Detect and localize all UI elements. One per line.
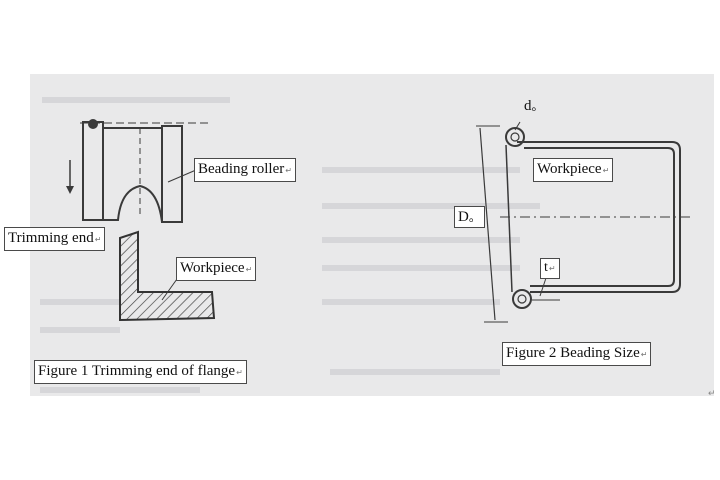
figure2-caption: Figure 2 Beading Size↵ xyxy=(502,342,652,366)
figure2-drawing xyxy=(476,121,690,323)
roller-groove xyxy=(103,184,163,223)
label-d-small: d。 xyxy=(524,98,544,114)
label-trimming-end: Trimming end↵ xyxy=(4,227,106,251)
D-dimension-line xyxy=(479,127,496,321)
label-beading-roller: Beading roller↵ xyxy=(194,158,296,182)
label-t-thickness: t↵ xyxy=(540,258,560,279)
figure1-drawing xyxy=(66,119,210,223)
roller-right-flange xyxy=(161,125,183,223)
bottom-bead xyxy=(512,289,532,309)
label-workpiece-right: Workpiece↵ xyxy=(533,158,614,182)
label-D-large: D。 xyxy=(454,206,485,228)
paragraph-mark: ↵ xyxy=(708,388,716,398)
top-bead xyxy=(505,127,525,147)
label-workpiece-left: Workpiece↵ xyxy=(176,257,257,281)
roller-left-flange xyxy=(82,121,104,221)
background-scan-text xyxy=(40,97,540,393)
roller-hub xyxy=(88,119,98,129)
figure1-caption: Figure 1 Trimming end of flange↵ xyxy=(34,360,247,384)
figure1-workpiece-section xyxy=(119,230,216,322)
